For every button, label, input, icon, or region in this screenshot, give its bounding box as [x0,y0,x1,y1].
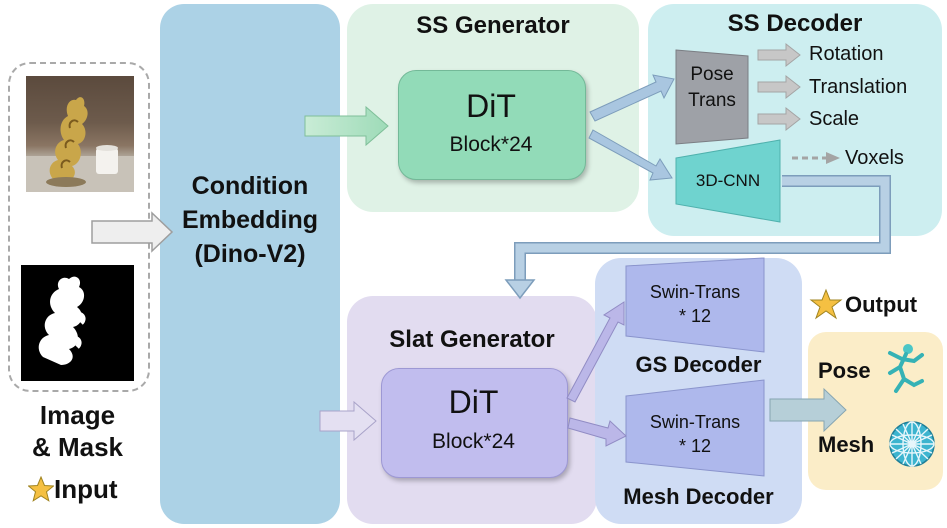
ss-dit-block [398,70,586,180]
output-scale: Scale [809,108,860,130]
condition-line2: Embedding [181,206,319,234]
pose-trans-line2: Trans [688,90,736,111]
slat-generator-title: Slat Generator [389,326,555,353]
slat-dit-sub: Block*24 [432,430,515,453]
slat-dit-block [381,368,568,478]
condition-embedding-panel [160,4,340,524]
slat-dit-title: DiT [448,384,499,420]
voxels-label: Voxels [845,147,904,169]
input-star-icon [27,475,55,502]
output-panel [808,332,943,490]
output-pose-label: Pose [818,358,871,383]
input-label-line1: Image [39,400,116,430]
ss-dit-title: DiT [466,88,516,124]
gs-swin-line2: * 12 [678,306,712,326]
mesh-swin-line2: * 12 [678,436,712,456]
input-label-line3: Input [54,474,118,504]
input-mask [21,265,134,381]
gs-swin-line1: Swin-Trans [649,282,741,302]
ss-dit-sub: Block*24 [449,133,533,156]
input-label-line2: & Mask [31,432,124,462]
output-rotation: Rotation [809,43,884,65]
dragon-mask-icon [38,276,86,365]
mesh-decoder-title: Mesh Decoder [623,484,774,509]
mesh-swin-line1: Swin-Trans [649,412,741,432]
dragon-figure-icon [26,97,134,192]
output-mesh-label: Mesh [818,432,875,457]
ss-generator-title: SS Generator [416,12,570,39]
pose-trans-line1: Pose [690,64,734,85]
input-image [26,76,134,192]
gs-decoder-title: GS Decoder [635,352,762,377]
cnn-label: 3D-CNN [695,171,761,190]
ss-decoder-title: SS Decoder [727,10,863,37]
output-star-icon [809,288,843,320]
condition-line3: (Dino-V2) [194,240,306,268]
condition-line1: Condition [191,172,309,200]
output-header: Output [845,292,918,317]
output-translation: Translation [809,76,908,98]
ss-decoder-panel [648,4,942,236]
